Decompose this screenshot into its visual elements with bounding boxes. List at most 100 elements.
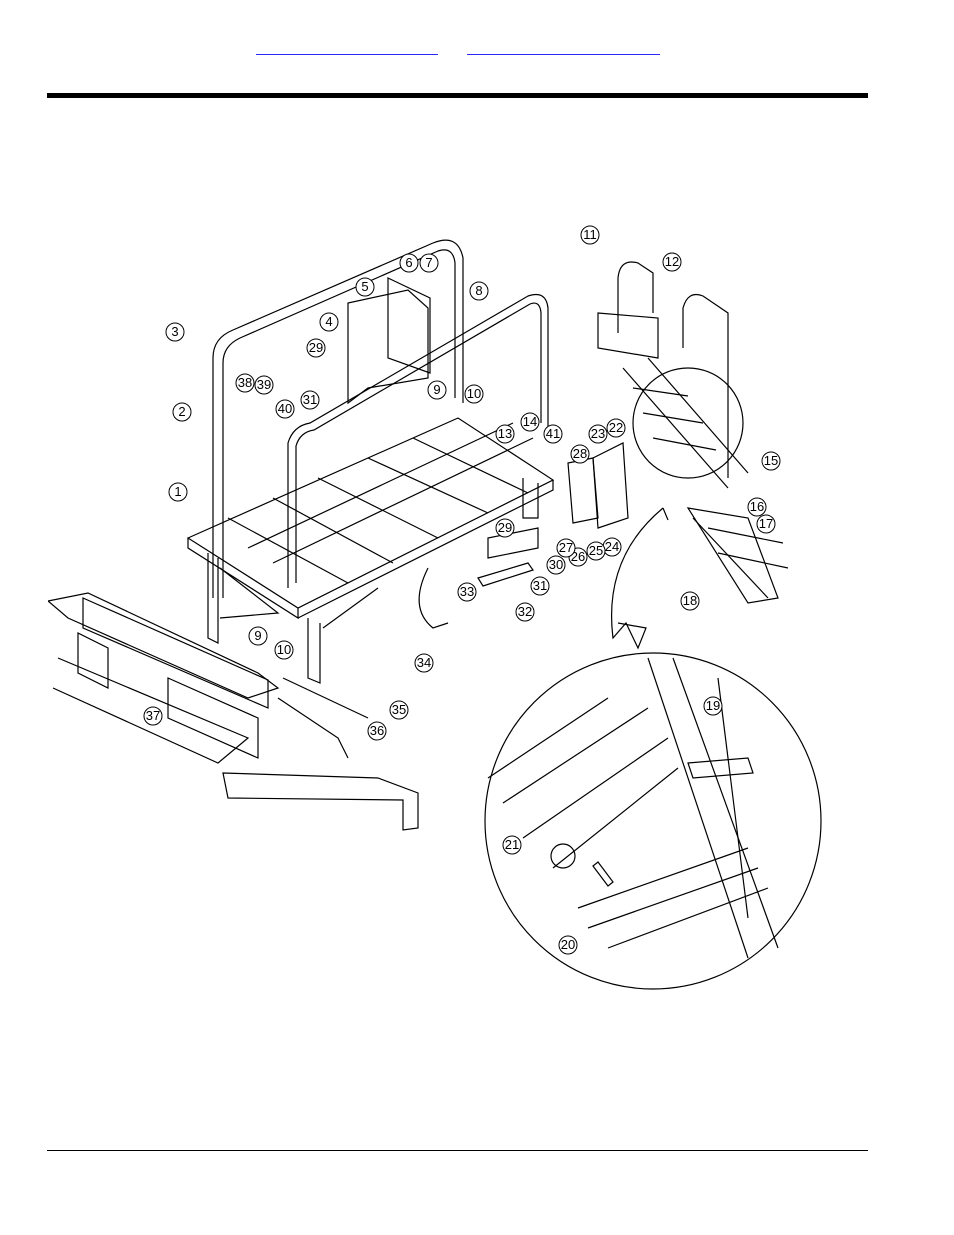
svg-text:32: 32	[518, 604, 532, 619]
svg-text:36: 36	[370, 723, 384, 738]
callout-25: 25	[586, 541, 606, 561]
svg-text:29: 29	[498, 520, 512, 535]
svg-text:2: 2	[178, 404, 185, 419]
svg-text:19: 19	[706, 698, 720, 713]
svg-text:9: 9	[433, 382, 440, 397]
svg-text:41: 41	[546, 426, 560, 441]
svg-text:9: 9	[254, 628, 261, 643]
callout-31b: 31	[530, 576, 550, 596]
svg-text:39: 39	[257, 377, 271, 392]
callout-29b: 29	[495, 518, 515, 538]
svg-text:24: 24	[605, 539, 619, 554]
callout-29a: 29	[306, 338, 326, 358]
svg-text:29: 29	[309, 340, 323, 355]
svg-text:25: 25	[589, 543, 603, 558]
svg-text:37: 37	[146, 708, 160, 723]
callout-7: 7	[419, 253, 439, 273]
detail-view	[484, 652, 822, 990]
svg-text:30: 30	[549, 557, 563, 572]
callout-27: 27	[556, 538, 576, 558]
callouts: 1 2 3 4 5 6 7 8 9 10 11 12 13 14 15 16 1…	[143, 225, 781, 955]
svg-text:12: 12	[665, 254, 679, 269]
svg-text:35: 35	[392, 702, 406, 717]
parts-diagram: 1 2 3 4 5 6 7 8 9 10 11 12 13 14 15 16 1…	[48, 225, 822, 990]
svg-text:5: 5	[361, 279, 368, 294]
callout-15: 15	[761, 451, 781, 471]
callout-5: 5	[355, 277, 375, 297]
callout-37: 37	[143, 706, 163, 726]
svg-text:26: 26	[571, 549, 585, 564]
callout-38: 38	[235, 373, 255, 393]
callout-10b: 10	[274, 640, 294, 660]
svg-text:17: 17	[759, 516, 773, 531]
svg-text:23: 23	[591, 426, 605, 441]
svg-text:18: 18	[683, 593, 697, 608]
header-link-right[interactable]	[467, 40, 660, 55]
callout-18: 18	[680, 591, 700, 611]
callout-26: 26	[568, 547, 588, 567]
svg-text:28: 28	[573, 446, 587, 461]
svg-text:22: 22	[609, 420, 623, 435]
svg-text:13: 13	[498, 426, 512, 441]
detail-arrow	[610, 507, 669, 650]
callout-14: 14	[520, 412, 540, 432]
callout-32: 32	[515, 602, 535, 622]
callout-40: 40	[275, 399, 295, 419]
brackets	[418, 442, 629, 629]
svg-text:8: 8	[475, 283, 482, 298]
callout-41: 41	[543, 424, 563, 444]
svg-text:33: 33	[460, 584, 474, 599]
callout-34: 34	[414, 653, 434, 673]
callout-10: 10	[464, 384, 484, 404]
callout-9b: 9	[248, 626, 268, 646]
callout-9: 9	[427, 380, 447, 400]
handrails	[212, 239, 549, 598]
svg-text:10: 10	[277, 642, 291, 657]
callout-11: 11	[580, 225, 600, 245]
svg-text:40: 40	[278, 401, 292, 416]
callout-1: 1	[168, 482, 188, 502]
svg-text:31: 31	[533, 578, 547, 593]
svg-text:15: 15	[764, 453, 778, 468]
callout-20: 20	[558, 935, 578, 955]
ladder	[597, 261, 789, 604]
svg-text:38: 38	[238, 375, 252, 390]
callout-39: 39	[254, 375, 274, 395]
callout-22: 22	[606, 418, 626, 438]
deck-legs	[207, 478, 539, 684]
svg-text:14: 14	[523, 414, 537, 429]
svg-text:21: 21	[505, 837, 519, 852]
callout-30: 30	[546, 555, 566, 575]
callout-33: 33	[457, 582, 477, 602]
platform-deck	[186, 417, 555, 620]
svg-text:20: 20	[561, 937, 575, 952]
callout-36: 36	[367, 721, 387, 741]
hitch-frame	[48, 592, 419, 831]
svg-text:4: 4	[325, 314, 332, 329]
callout-19: 19	[703, 696, 723, 716]
svg-text:16: 16	[750, 499, 764, 514]
callout-4: 4	[319, 312, 339, 332]
callout-6: 6	[399, 253, 419, 273]
callout-23: 23	[588, 424, 608, 444]
callout-16: 16	[747, 497, 767, 517]
callout-8: 8	[469, 281, 489, 301]
callout-12: 12	[662, 252, 682, 272]
svg-text:31: 31	[303, 392, 317, 407]
callout-35: 35	[389, 700, 409, 720]
header-link-left[interactable]	[256, 40, 438, 55]
svg-text:10: 10	[467, 386, 481, 401]
callout-24: 24	[602, 537, 622, 557]
footer-rule	[47, 1150, 868, 1151]
svg-text:3: 3	[171, 324, 178, 339]
svg-text:27: 27	[559, 540, 573, 555]
svg-text:11: 11	[583, 227, 597, 242]
svg-text:1: 1	[174, 484, 181, 499]
callout-21: 21	[502, 835, 522, 855]
callout-31a: 31	[300, 390, 320, 410]
svg-text:6: 6	[405, 255, 412, 270]
header-rule	[47, 93, 868, 98]
callout-3: 3	[165, 322, 185, 342]
callout-2: 2	[172, 402, 192, 422]
callout-13: 13	[495, 424, 515, 444]
